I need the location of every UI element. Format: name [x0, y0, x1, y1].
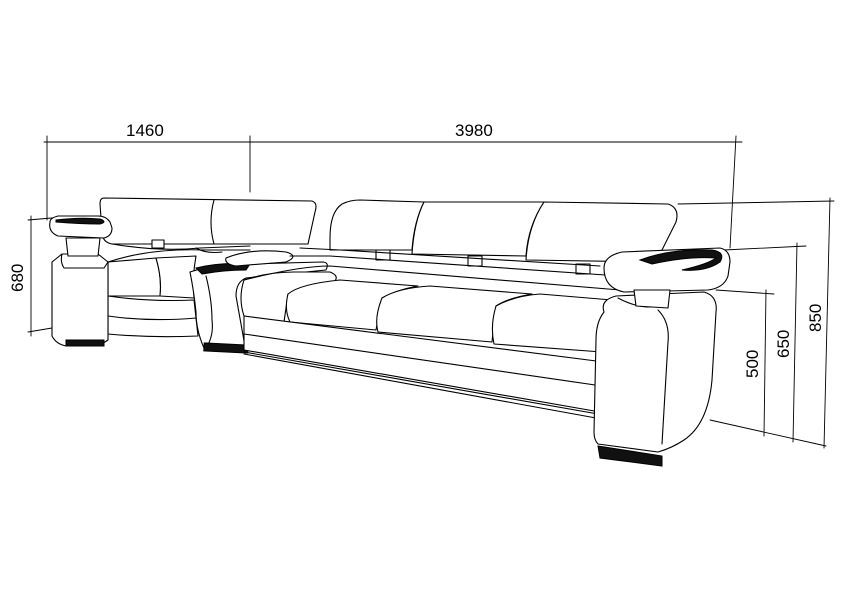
back-height-ext-top — [677, 200, 835, 205]
right-tray — [603, 247, 731, 293]
corner-backrest-base — [111, 243, 251, 250]
seat-height-label: 500 — [743, 350, 762, 378]
left-foot — [65, 339, 105, 347]
base-upper-line — [243, 333, 603, 387]
corner-section — [49, 197, 317, 347]
corner-base-front — [107, 295, 199, 338]
base-floor-line-2 — [243, 353, 597, 419]
width-ext-right — [729, 135, 737, 249]
seat-height-line — [763, 289, 767, 437]
width-main-label: 3980 — [455, 121, 493, 140]
back-rail-1 — [299, 247, 601, 267]
left-height-ext-top — [27, 217, 53, 221]
corner-seat-cushion-2 — [155, 255, 197, 299]
right-armrest-body — [593, 291, 717, 453]
base-floor-line-1 — [243, 351, 599, 415]
seat-height-ext-top — [715, 289, 775, 295]
headrest-peg-3 — [575, 263, 591, 275]
left-armrest-collar — [60, 253, 109, 269]
height-left-label: 680 — [8, 264, 27, 292]
corner-seat-split — [195, 247, 223, 254]
seat-back-edge — [243, 265, 621, 291]
back-height-line — [823, 197, 831, 449]
headrest-peg-1 — [375, 249, 391, 261]
dimension-labels: 1460 3980 680 500 650 850 — [8, 121, 825, 378]
middle-foot — [203, 342, 249, 354]
corner-backrest — [99, 197, 317, 245]
left-tray-stem — [65, 237, 101, 257]
corner-headrest-peg — [151, 239, 165, 249]
middle-pillow-top — [225, 250, 294, 267]
right-tray-insert — [638, 249, 723, 271]
right-armrest-edge — [657, 309, 669, 445]
right-foot — [597, 445, 663, 467]
back-rail-2 — [289, 255, 621, 277]
corner-backrest-seam — [210, 199, 215, 245]
corner-seat-top-edge — [107, 249, 251, 263]
middle-console — [189, 250, 328, 354]
arm-height-line — [792, 242, 798, 443]
seat-cushion-4 — [491, 293, 613, 353]
main-sofa — [240, 199, 731, 467]
back-cushion-1 — [329, 199, 425, 251]
middle-console-edge — [205, 275, 213, 349]
back-height-label: 850 — [806, 304, 825, 332]
arm-height-label: 650 — [774, 330, 793, 358]
right-tray-stem — [633, 289, 671, 309]
corner-base-line — [107, 315, 197, 321]
dimension-lines — [27, 135, 835, 449]
arm-height-ext-top — [723, 245, 807, 251]
width-corner-label: 1460 — [126, 121, 164, 140]
corner-seat-cushion-1 — [107, 257, 162, 297]
back-cushion-3 — [525, 201, 678, 263]
left-height-ext-bottom — [27, 327, 53, 333]
back-cushion-2 — [411, 201, 545, 257]
left-tray-insert — [55, 217, 105, 225]
floor-ext-line — [709, 419, 827, 447]
